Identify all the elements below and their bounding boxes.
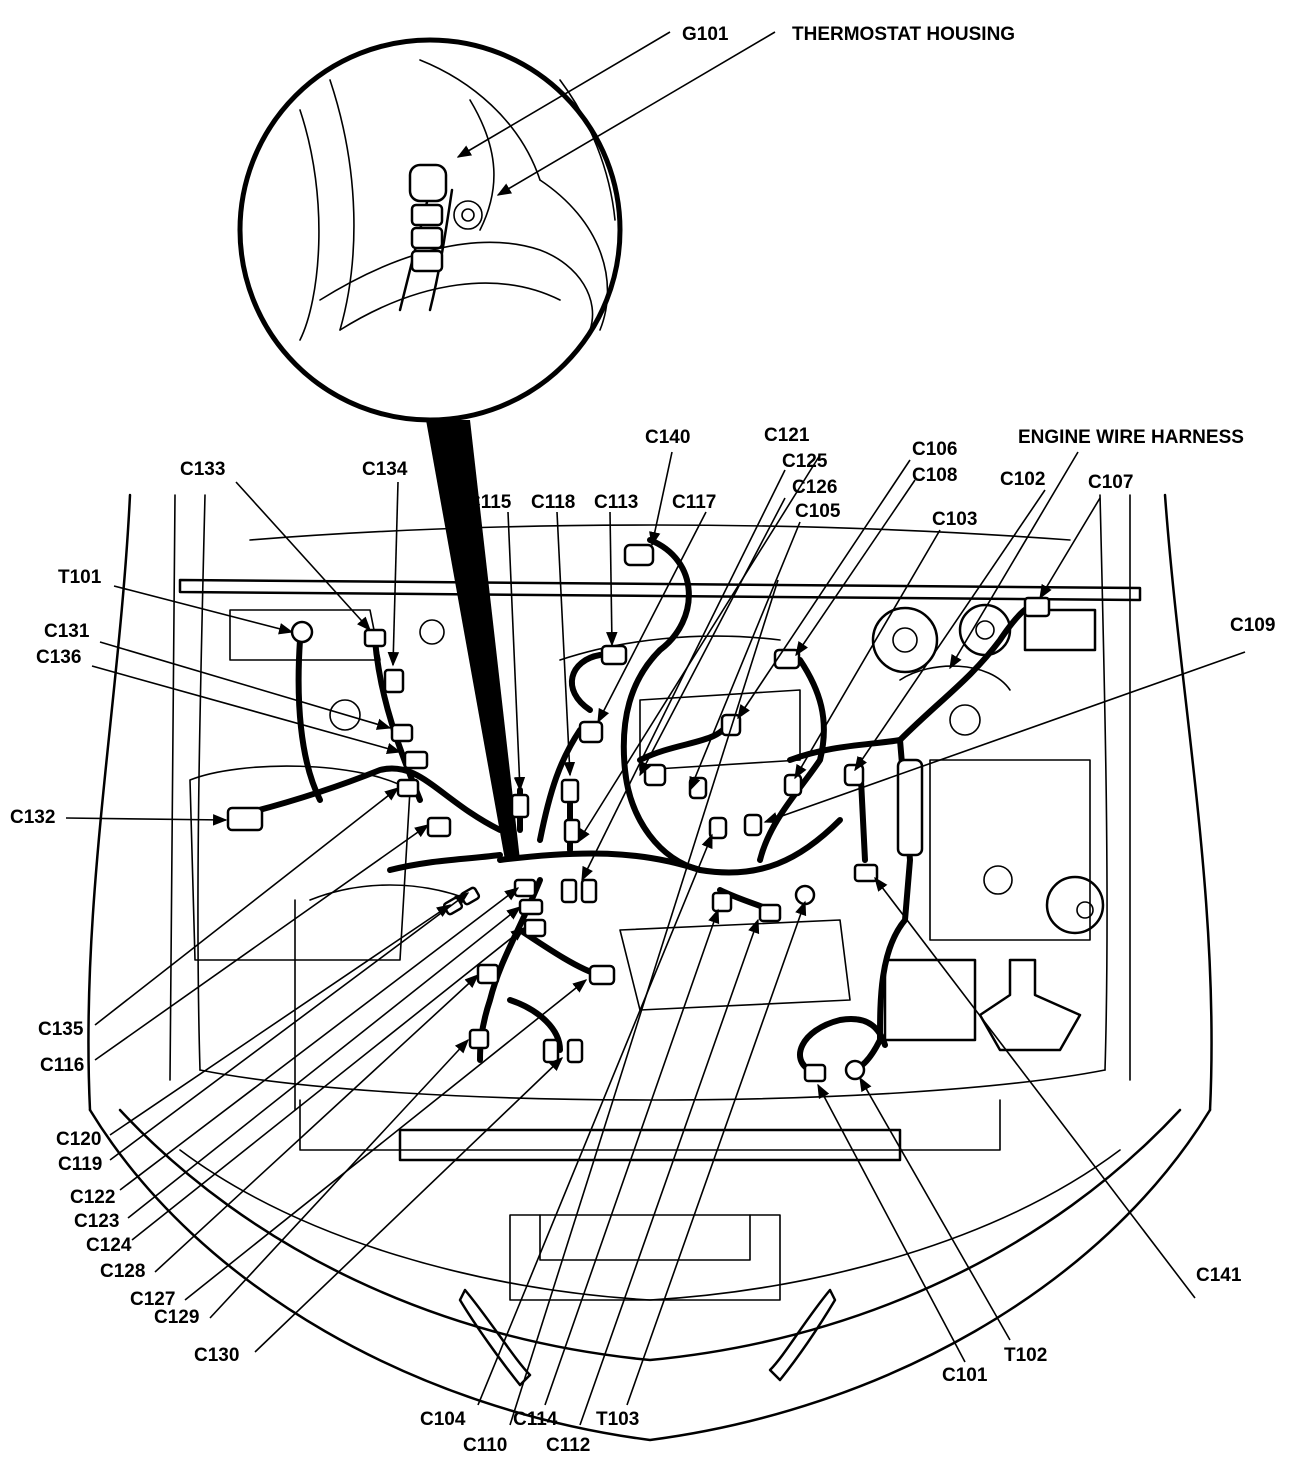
- label-c140: C140: [645, 427, 691, 448]
- label-c129: C129: [154, 1307, 200, 1328]
- engine-round-parts: [329, 603, 1105, 1052]
- label-c103: C103: [932, 509, 978, 530]
- label-t102: T102: [1004, 1345, 1048, 1366]
- label-c115: C115: [467, 492, 512, 513]
- label-c128: C128: [100, 1261, 146, 1282]
- label-t103: T103: [596, 1409, 640, 1430]
- label-c134: C134: [362, 459, 408, 480]
- label-c108: C108: [912, 465, 958, 486]
- label-engine-wire-harness: ENGINE WIRE HARNESS: [1018, 427, 1244, 448]
- label-c122: C122: [70, 1187, 116, 1208]
- label-c133: C133: [180, 459, 226, 480]
- label-c106: C106: [912, 439, 958, 460]
- label-c135: C135: [38, 1019, 84, 1040]
- label-c110: C110: [463, 1435, 508, 1456]
- label-c102: C102: [1000, 469, 1046, 490]
- label-t101: T101: [58, 567, 102, 588]
- label-c126: C126: [792, 477, 838, 498]
- label-c136: C136: [36, 647, 82, 668]
- label-c114: C114: [513, 1409, 558, 1430]
- magnifier-stalk: [426, 420, 520, 860]
- callout-leaders: [65, 31, 1246, 1426]
- connectors: [226, 543, 1051, 1083]
- label-c116: C116: [40, 1055, 85, 1076]
- label-thermostat-housing: THERMOSTAT HOUSING: [792, 24, 1016, 45]
- label-c125: C125: [782, 451, 828, 472]
- label-c124: C124: [86, 1235, 132, 1256]
- label-c120: C120: [56, 1129, 102, 1150]
- label-c113: C113: [594, 492, 639, 513]
- label-c109: C109: [1230, 615, 1276, 636]
- label-c107: C107: [1088, 472, 1134, 493]
- label-c121: C121: [764, 425, 810, 446]
- label-c130: C130: [194, 1345, 240, 1366]
- label-c132: C132: [10, 807, 56, 828]
- label-c112: C112: [546, 1435, 591, 1456]
- car-body-outline: [87, 493, 1213, 1442]
- detail-magnifier: [237, 37, 623, 423]
- label-g101: G101: [682, 24, 729, 45]
- label-c117: C117: [672, 492, 717, 513]
- label-c105: C105: [795, 501, 841, 522]
- label-c141: C141: [1196, 1265, 1242, 1286]
- label-c127: C127: [130, 1289, 176, 1310]
- label-c123: C123: [74, 1211, 120, 1232]
- engine-wire-harness: [237, 537, 1038, 1073]
- label-c101: C101: [942, 1365, 988, 1386]
- label-c118: C118: [531, 492, 576, 513]
- label-c131: C131: [44, 621, 90, 642]
- label-c119: C119: [58, 1154, 103, 1175]
- label-c104: C104: [420, 1409, 466, 1430]
